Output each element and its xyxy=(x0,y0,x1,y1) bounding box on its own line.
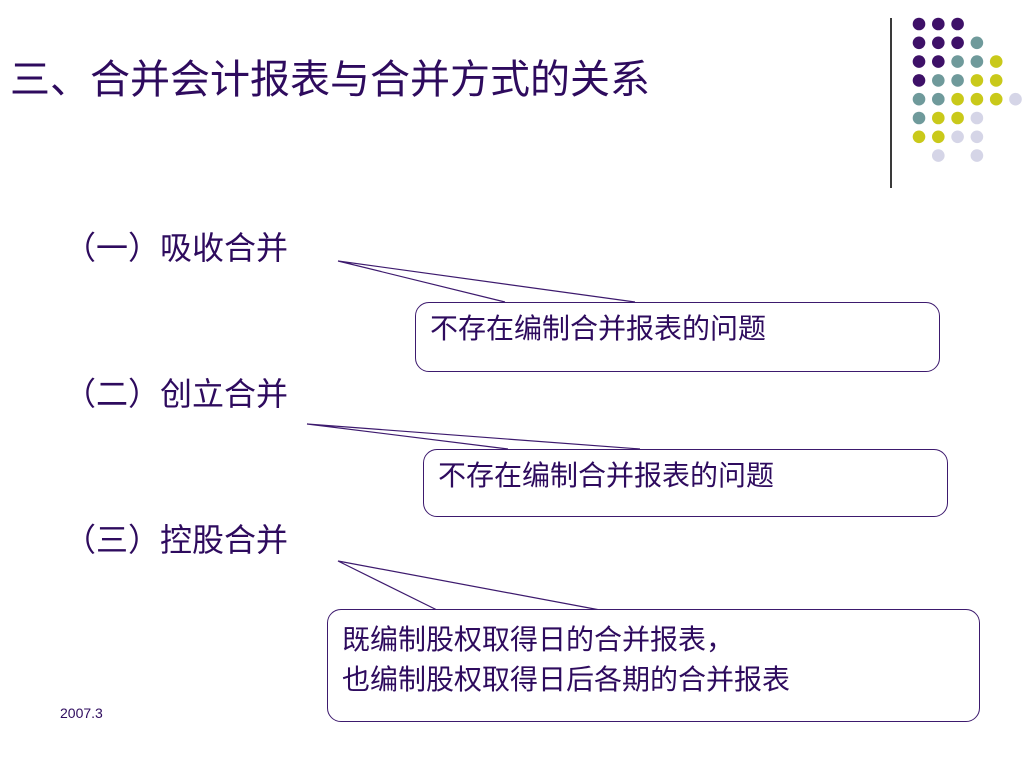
slide-title: 三、合并会计报表与合并方式的关系 xyxy=(10,57,650,103)
decorative-dot xyxy=(912,36,926,50)
item-label-absorption-merger: （一）吸收合并 xyxy=(64,229,289,267)
decorative-dot xyxy=(970,111,984,125)
decorative-dot xyxy=(932,92,945,106)
decorative-dot xyxy=(951,130,964,144)
decorative-dot xyxy=(970,92,984,106)
decorative-dot xyxy=(970,55,984,68)
callout-2-line-1: 不存在编制合并报表的问题 xyxy=(438,459,775,492)
decorative-dot xyxy=(932,74,945,87)
callout-1-line-1: 不存在编制合并报表的问题 xyxy=(430,312,767,345)
callout-box-1: 不存在编制合并报表的问题 xyxy=(415,302,940,372)
decorative-dot xyxy=(970,130,984,144)
callout-pointer-2 xyxy=(306,423,641,450)
decorative-dot xyxy=(989,55,1003,68)
decorative-dot xyxy=(970,74,984,87)
decorative-dot xyxy=(912,130,926,144)
decorative-dot xyxy=(932,17,945,31)
callout-pointer-3 xyxy=(337,560,601,611)
callout-3-line-1: 既编制股权取得日的合并报表， xyxy=(342,623,735,656)
decorative-dot xyxy=(951,55,964,68)
callout-3-line-2: 也编制股权取得日后各期的合并报表 xyxy=(342,663,791,696)
decorative-dot xyxy=(1009,92,1022,106)
decorative-dot xyxy=(970,149,984,162)
decorative-dot xyxy=(912,74,926,87)
item-label-holding-merger: （三）控股合并 xyxy=(64,521,289,559)
decorative-dot xyxy=(932,130,945,144)
decorative-dot-grid xyxy=(912,17,1022,162)
title-divider-line xyxy=(890,18,892,188)
decorative-dot xyxy=(932,55,945,68)
decorative-dot xyxy=(912,111,926,125)
decorative-dot xyxy=(989,74,1003,87)
decorative-dot xyxy=(951,17,964,31)
decorative-dot xyxy=(951,92,964,106)
decorative-dot xyxy=(932,36,945,50)
decorative-dot xyxy=(989,92,1003,106)
callout-box-2: 不存在编制合并报表的问题 xyxy=(423,449,948,517)
decorative-dot xyxy=(912,55,926,68)
decorative-dot xyxy=(951,111,964,125)
decorative-dot xyxy=(970,36,984,50)
decorative-dot xyxy=(912,92,926,106)
callout-pointer-1 xyxy=(337,260,636,303)
footer-date: 2007.3 xyxy=(60,705,103,721)
decorative-dot xyxy=(951,36,964,50)
decorative-dot xyxy=(932,149,945,162)
decorative-dot xyxy=(912,17,926,31)
item-label-consolidation-merger: （二）创立合并 xyxy=(64,375,289,413)
decorative-dot xyxy=(932,111,945,125)
decorative-dot xyxy=(951,74,964,87)
callout-box-3: 既编制股权取得日的合并报表， 也编制股权取得日后各期的合并报表 xyxy=(327,609,980,722)
